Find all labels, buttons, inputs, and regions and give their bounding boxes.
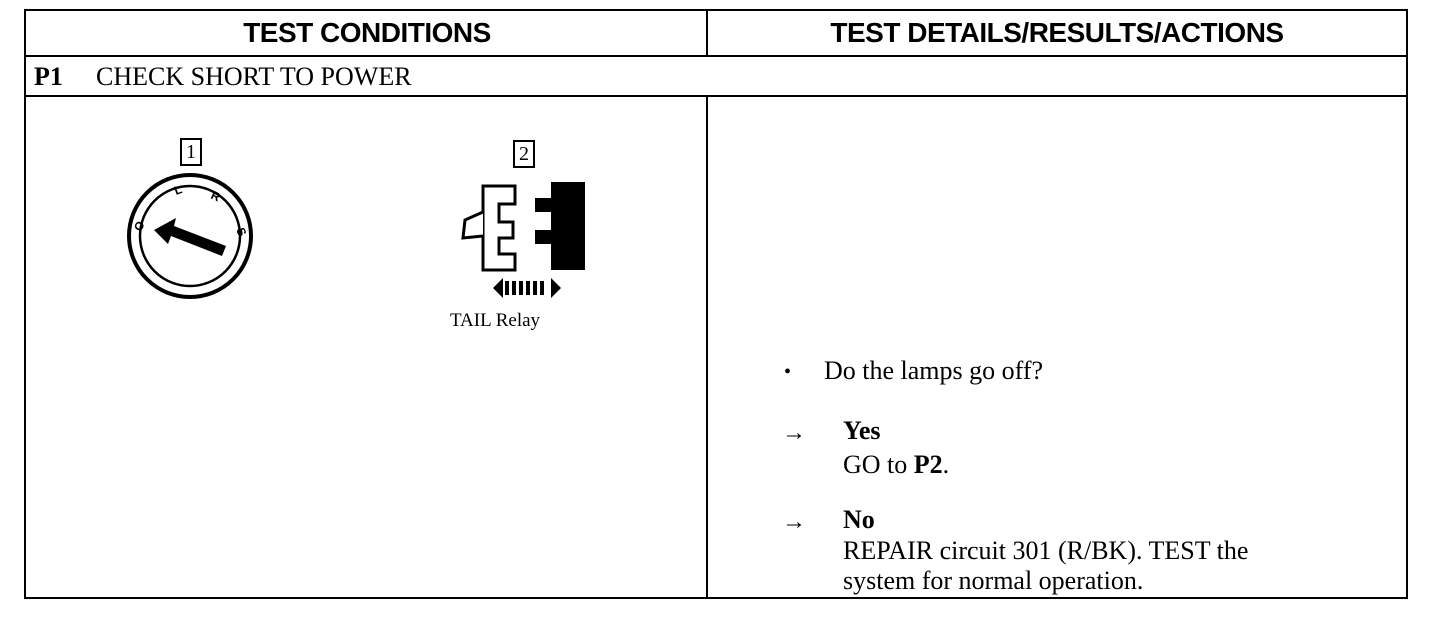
step-number-box-2: 2	[513, 140, 535, 168]
header-column-divider	[706, 11, 708, 57]
ignition-switch-off-icon: O L R S	[127, 173, 253, 299]
test-table: TEST CONDITIONS TEST DETAILS/RESULTS/ACT…	[24, 9, 1408, 599]
step-row: P1 CHECK SHORT TO POWER	[34, 58, 412, 96]
no-label: No	[843, 505, 875, 534]
no-arrow: →	[782, 509, 806, 535]
yes-label: Yes	[843, 416, 881, 445]
step-number-box-1: 1	[180, 138, 202, 166]
yes-action-target: P2	[913, 450, 943, 479]
yes-action: GO to P2.	[843, 450, 949, 480]
yes-arrow: →	[782, 420, 806, 446]
header-test-conditions: TEST CONDITIONS	[243, 17, 491, 48]
no-action-line1: REPAIR circuit 301 (R/BK). TEST the	[843, 536, 1249, 565]
step-divider	[26, 95, 1406, 97]
header-divider	[26, 55, 1406, 57]
relay-connector-disconnect-icon	[461, 182, 585, 298]
question-text: Do the lamps go off?	[824, 356, 1044, 385]
step-id: P1	[34, 62, 63, 91]
yes-action-prefix: GO to	[843, 450, 914, 479]
body-column-divider	[706, 97, 708, 597]
no-action-line2: system for normal operation.	[843, 566, 1144, 595]
question-bullet: •	[784, 361, 792, 383]
header-test-details: TEST DETAILS/RESULTS/ACTIONS	[830, 17, 1284, 48]
yes-action-suffix: .	[942, 450, 950, 479]
step-title: CHECK SHORT TO POWER	[96, 62, 412, 91]
ignition-position-lock: L	[172, 182, 184, 198]
relay-label: TAIL Relay	[449, 310, 541, 331]
